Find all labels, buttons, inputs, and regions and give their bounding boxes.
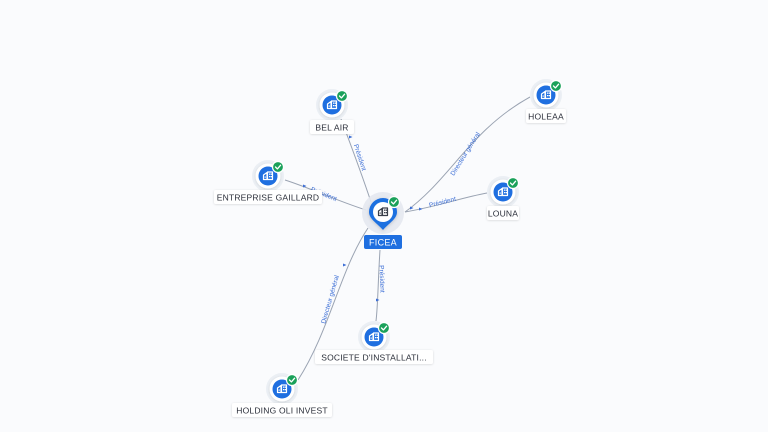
verified-check-icon xyxy=(271,160,285,174)
node-label: HOLEAA xyxy=(528,111,564,121)
edge-label: Président xyxy=(428,196,457,209)
building-icon xyxy=(368,332,380,342)
edge-arrow xyxy=(410,206,414,210)
building-icon xyxy=(497,187,509,197)
node-holeaa[interactable]: HOLEAA xyxy=(526,79,566,123)
node-label: HOLDING OLI INVEST xyxy=(236,405,327,415)
edge-arrow xyxy=(343,263,347,267)
verified-check-icon xyxy=(335,89,349,103)
verified-check-icon xyxy=(377,321,391,335)
node-label: LOUNA xyxy=(488,208,518,218)
edge-arrow xyxy=(349,135,353,139)
node-label-chip xyxy=(487,206,519,220)
node-label-chip xyxy=(315,350,433,364)
edge-arrow xyxy=(303,184,307,188)
edge-label: Directeur général xyxy=(320,274,341,324)
node-entreprise-gaillard[interactable]: ENTREPRISE GAILLARD xyxy=(214,160,322,204)
edge-arrow xyxy=(376,298,380,302)
node-holding-oli-invest[interactable]: HOLDING OLI INVEST xyxy=(232,373,332,417)
node-societe-installati[interactable]: SOCIETE D'INSTALLATI... xyxy=(315,321,433,364)
verified-check-icon xyxy=(387,195,401,209)
node-louna[interactable]: LOUNA xyxy=(487,176,520,220)
node-label-chip xyxy=(310,120,354,134)
building-icon xyxy=(262,171,274,181)
center-label: FICEA xyxy=(369,237,397,247)
building-icon xyxy=(377,207,389,217)
edge-arrow xyxy=(419,207,423,211)
center-label-chip xyxy=(364,235,402,249)
building-icon xyxy=(326,100,338,110)
node-label-chip xyxy=(214,190,322,204)
edge-label: Président xyxy=(378,265,386,293)
node-label-chip xyxy=(526,109,566,123)
edge-label: Directeur général xyxy=(450,131,483,177)
building-icon xyxy=(276,384,288,394)
building-icon xyxy=(540,90,552,100)
verified-check-icon xyxy=(549,79,563,93)
edge-societe-installati: Président xyxy=(375,249,386,322)
center-node[interactable]: FICEA xyxy=(362,192,404,249)
node-label: SOCIETE D'INSTALLATI... xyxy=(321,352,427,362)
node-label: ENTREPRISE GAILLARD xyxy=(217,192,320,202)
verified-check-icon xyxy=(506,176,520,190)
nodes-layer: BEL AIR HOLEAA ENTREPRISE GAILLARD LOUNA SOC… xyxy=(214,79,566,417)
node-label: BEL AIR xyxy=(315,122,348,132)
verified-check-icon xyxy=(285,373,299,387)
node-bel-air[interactable]: BEL AIR xyxy=(310,89,354,134)
edge-label: Président xyxy=(352,143,367,171)
node-label-chip xyxy=(232,403,332,417)
